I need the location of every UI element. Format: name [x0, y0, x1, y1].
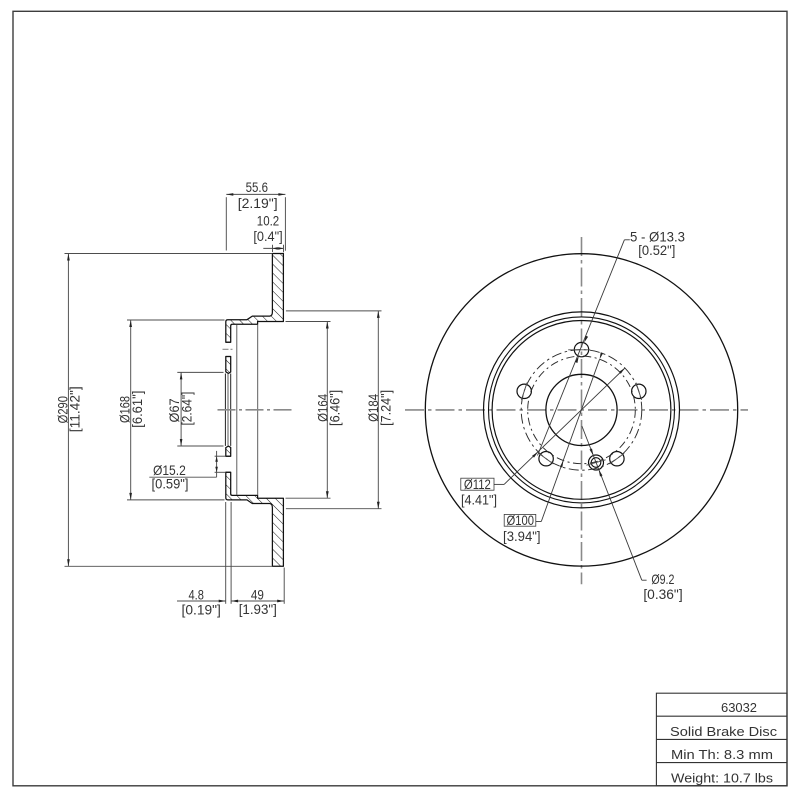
- svg-text:[6.46"]: [6.46"]: [327, 390, 343, 426]
- svg-text:Ø168: Ø168: [117, 396, 133, 423]
- svg-text:[0.4"]: [0.4"]: [253, 228, 282, 244]
- svg-text:[0.59"]: [0.59"]: [152, 476, 189, 492]
- svg-text:10.2: 10.2: [257, 212, 280, 228]
- svg-text:[0.36"]: [0.36"]: [643, 586, 682, 602]
- svg-text:Ø67: Ø67: [166, 398, 182, 422]
- svg-text:Weight: 10.7 lbs: Weight: 10.7 lbs: [671, 771, 773, 785]
- svg-text:[1.93"]: [1.93"]: [239, 601, 277, 617]
- svg-text:Ø15.2: Ø15.2: [153, 462, 186, 478]
- svg-text:63032: 63032: [721, 701, 757, 715]
- svg-text:55.6: 55.6: [246, 179, 268, 195]
- svg-text:[0.19"]: [0.19"]: [182, 601, 221, 617]
- svg-text:Ø9.2: Ø9.2: [651, 571, 674, 587]
- svg-text:[11.42"]: [11.42"]: [66, 386, 82, 432]
- svg-text:[4.41"]: [4.41"]: [461, 491, 497, 507]
- svg-text:[0.52"]: [0.52"]: [638, 242, 675, 258]
- svg-text:[2.64"]: [2.64"]: [179, 392, 195, 426]
- svg-text:[7.24"]: [7.24"]: [377, 390, 393, 426]
- svg-text:Min Th: 8.3 mm: Min Th: 8.3 mm: [671, 748, 773, 762]
- svg-text:Ø100: Ø100: [507, 512, 535, 528]
- svg-text:Solid Brake Disc: Solid Brake Disc: [670, 725, 777, 739]
- svg-text:[6.61"]: [6.61"]: [129, 391, 145, 428]
- svg-text:Ø164: Ø164: [314, 394, 330, 422]
- svg-text:49: 49: [251, 587, 264, 603]
- svg-text:Ø290: Ø290: [54, 396, 70, 423]
- svg-text:4.8: 4.8: [189, 587, 205, 603]
- svg-text:Ø184: Ø184: [365, 394, 381, 422]
- svg-text:Ø112: Ø112: [464, 476, 491, 492]
- svg-text:5 - Ø13.3: 5 - Ø13.3: [630, 228, 685, 244]
- svg-text:[2.19"]: [2.19"]: [238, 195, 278, 211]
- svg-text:[3.94"]: [3.94"]: [503, 528, 541, 544]
